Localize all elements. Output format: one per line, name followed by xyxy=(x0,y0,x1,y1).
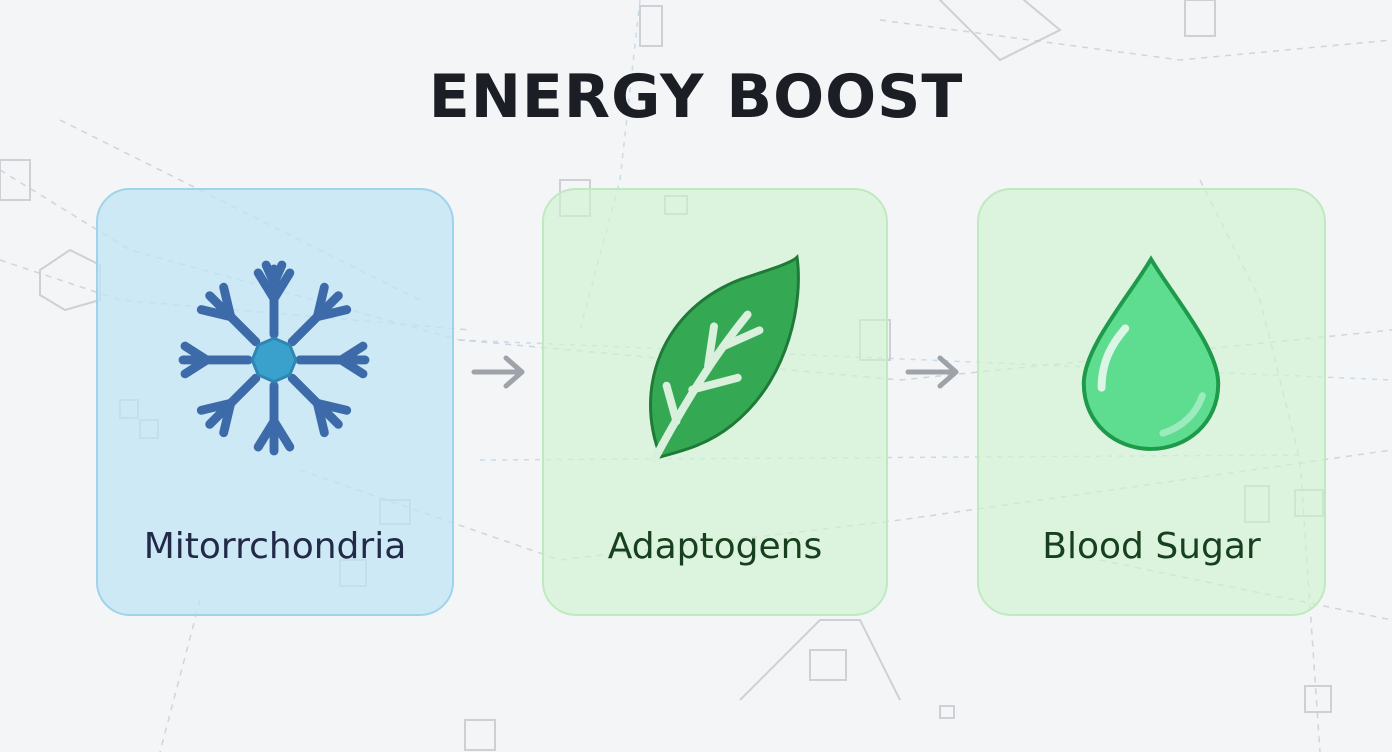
step-card-adaptogens: Adaptogens xyxy=(542,188,888,616)
branching-snowflake-icon xyxy=(178,260,370,456)
diagram-title: ENERGY BOOST xyxy=(428,62,964,132)
step-label-adaptogens: Adaptogens xyxy=(607,526,823,567)
right-arrow-icon xyxy=(471,355,525,389)
step-label-blood-sugar: Blood Sugar xyxy=(1042,526,1261,567)
leaf-icon xyxy=(649,254,800,463)
step-label-mitochondria: Mitorrchondria xyxy=(143,526,407,567)
step-card-blood-sugar: Blood Sugar xyxy=(977,188,1326,616)
water-drop-icon xyxy=(1081,255,1221,451)
step-card-mitochondria: Mitorrchondria xyxy=(96,188,454,616)
right-arrow-icon xyxy=(905,355,959,389)
